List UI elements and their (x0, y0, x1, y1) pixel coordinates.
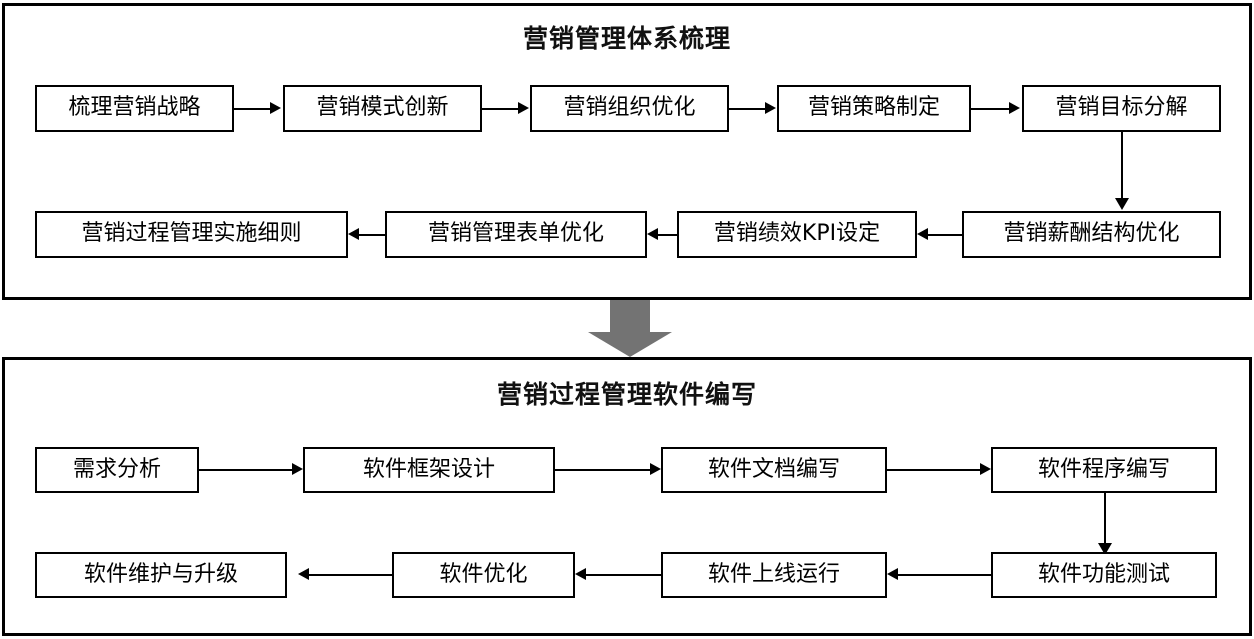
node-software-r2-1[interactable]: 软件维护与升级 (35, 552, 287, 598)
arrowhead-software-r2-1 (298, 568, 309, 580)
arrowhead-marketing-r1-1 (270, 102, 281, 114)
connector-software-r2-2 (586, 574, 661, 576)
connector-marketing-r1-1 (234, 108, 270, 110)
panel-marketing-title: 营销管理体系梳理 (522, 24, 731, 53)
connector-marketing-r2-2 (658, 234, 677, 236)
node-marketing-r2-2[interactable]: 营销管理表单优化 (385, 211, 647, 258)
node-software-r2-4[interactable]: 软件功能测试 (991, 552, 1217, 598)
node-software-r1-1[interactable]: 需求分析 (35, 447, 199, 493)
connector-marketing-r2-3 (928, 234, 962, 236)
arrowhead-software-r1-2 (650, 463, 661, 475)
arrowhead-marketing-r1-2 (518, 102, 529, 114)
connector-software-r2-3 (898, 574, 991, 576)
node-marketing-r2-4[interactable]: 营销薪酬结构优化 (962, 211, 1221, 258)
panel-software-title: 营销过程管理软件编写 (496, 380, 757, 409)
arrowhead-software-r1-1 (292, 463, 303, 475)
connector-software-r2-1 (309, 574, 392, 576)
arrowhead-marketing-r1-3 (765, 102, 776, 114)
node-marketing-r2-1[interactable]: 营销过程管理实施细则 (35, 211, 348, 258)
node-software-r1-2[interactable]: 软件框架设计 (303, 447, 555, 493)
block-arrow-down-icon (588, 300, 672, 357)
connector-marketing-r1-3 (729, 108, 765, 110)
node-marketing-r1-4[interactable]: 营销策略制定 (777, 85, 971, 132)
node-marketing-r1-5[interactable]: 营销目标分解 (1022, 85, 1221, 132)
arrowhead-marketing-r1-4 (1009, 102, 1020, 114)
node-marketing-r2-3[interactable]: 营销绩效KPI设定 (677, 211, 917, 258)
connector-marketing-r2-1 (359, 234, 385, 236)
node-marketing-r1-1[interactable]: 梳理营销战略 (35, 85, 234, 132)
arrowhead-marketing-r2-1 (348, 228, 359, 240)
node-software-r2-2[interactable]: 软件优化 (392, 552, 575, 598)
arrowhead-marketing-r2-3 (917, 228, 928, 240)
connector-marketing-vertical (1121, 132, 1123, 198)
node-marketing-r1-3[interactable]: 营销组织优化 (530, 85, 729, 132)
arrowhead-marketing-r2-2 (647, 228, 658, 240)
node-software-r1-3[interactable]: 软件文档编写 (661, 447, 887, 493)
connector-marketing-r1-2 (482, 108, 518, 110)
connector-software-r1-1 (199, 469, 292, 471)
block-arrow-head (588, 332, 672, 357)
connector-software-r1-2 (555, 469, 650, 471)
node-marketing-r1-2[interactable]: 营销模式创新 (283, 85, 482, 132)
arrowhead-software-r2-3 (887, 568, 898, 580)
connector-software-r1-3 (887, 469, 980, 471)
connector-marketing-r1-4 (971, 108, 1009, 110)
arrowhead-marketing-vertical (1115, 198, 1129, 210)
node-software-r2-3[interactable]: 软件上线运行 (661, 552, 887, 598)
node-software-r1-4[interactable]: 软件程序编写 (991, 447, 1217, 493)
arrowhead-software-r2-2 (575, 568, 586, 580)
connector-software-vertical (1104, 493, 1106, 543)
arrowhead-software-r1-3 (980, 463, 991, 475)
block-arrow-shaft (610, 300, 650, 332)
